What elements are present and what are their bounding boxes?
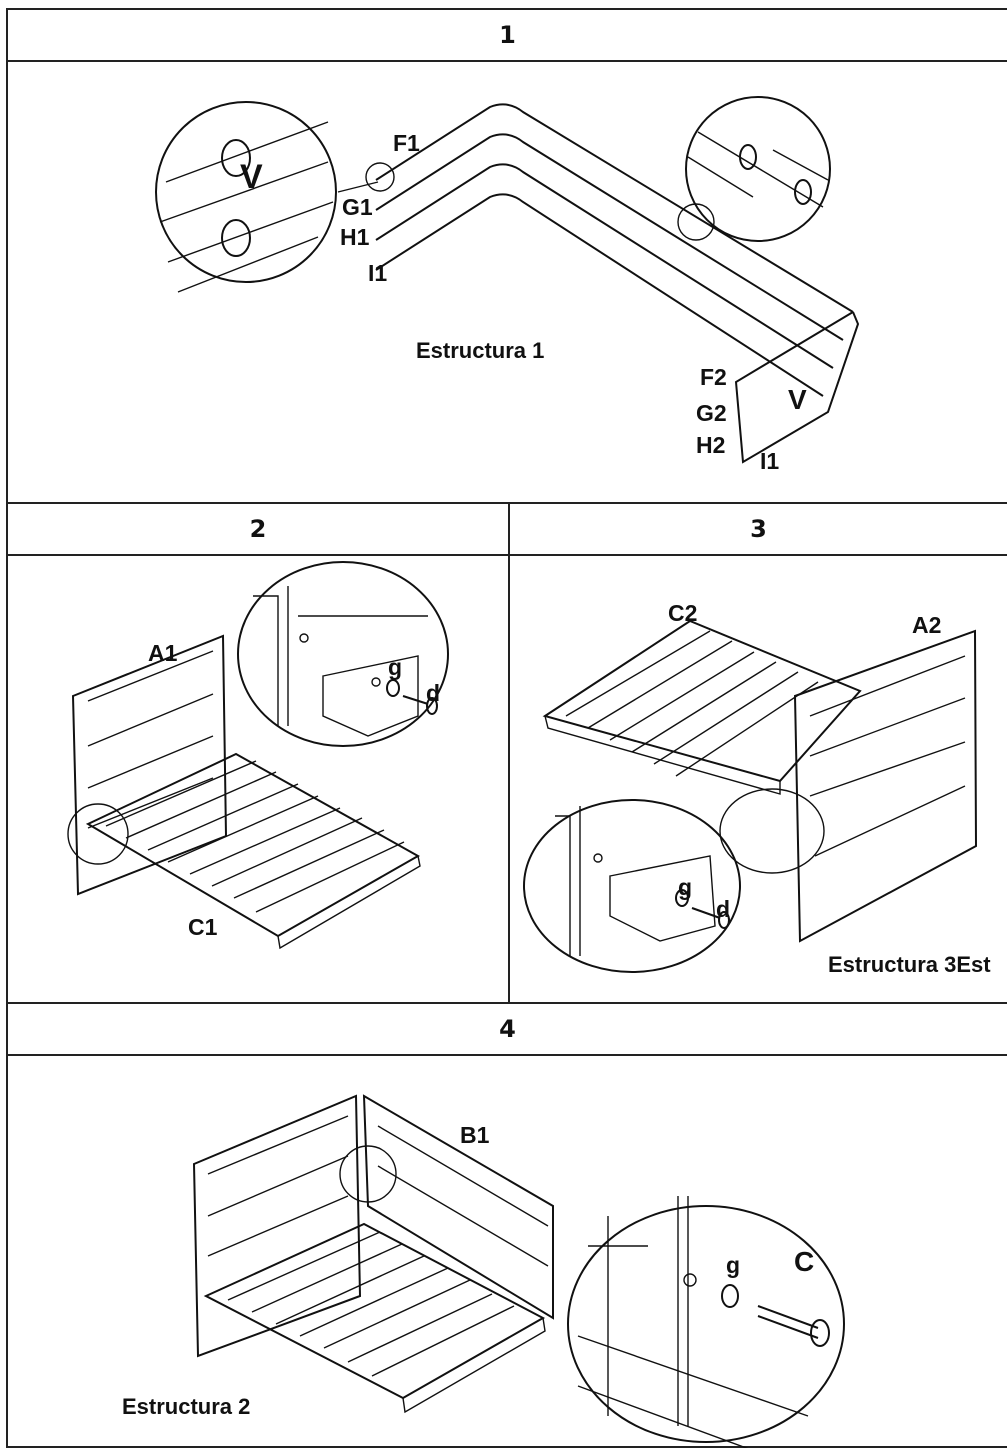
- divider: [8, 502, 1007, 504]
- label-a1: A1: [148, 640, 178, 666]
- step-2-header: 2: [8, 504, 508, 556]
- label-f1: F1: [393, 130, 420, 156]
- label-c1: C1: [188, 914, 218, 940]
- step-3-caption: Estructura 3Est: [828, 952, 991, 977]
- step-3-number: 3: [750, 515, 767, 543]
- label-h2: H2: [696, 432, 726, 458]
- label-g1: G1: [342, 194, 373, 220]
- step-3-panel: C2 A2 g d Estructura 3Est: [510, 556, 1007, 1002]
- step-1-panel: V F1 G1 H1 I1 Estructura 1 F2 G2 H2 I1 V: [8, 62, 1007, 502]
- label-d: d: [716, 896, 731, 922]
- label-i1: I1: [368, 260, 388, 286]
- label-g: g: [388, 654, 403, 680]
- label-v-detail: V: [240, 158, 263, 196]
- step-2-number: 2: [249, 515, 267, 543]
- label-b1: B1: [460, 1122, 490, 1148]
- step-4-caption: Estructura 2: [122, 1394, 251, 1419]
- label-a2: A2: [912, 612, 942, 638]
- step-4-panel: B1 g C Estructura 2: [8, 1056, 1007, 1448]
- step-3-header: 3: [510, 504, 1007, 556]
- label-i1-end: I1: [760, 448, 780, 474]
- label-f2: F2: [700, 364, 727, 390]
- step-4-number: 4: [499, 1015, 516, 1043]
- instruction-sheet: 1 V F1 G1: [6, 8, 1007, 1448]
- label-g: g: [678, 874, 693, 900]
- label-g: g: [726, 1252, 741, 1278]
- step-1-drawing: [155, 96, 860, 464]
- step-1-caption: Estructura 1: [416, 338, 545, 363]
- label-h1: H1: [340, 224, 370, 250]
- divider: [8, 1002, 1007, 1004]
- step-4-header: 4: [8, 1004, 1007, 1056]
- divider: [508, 504, 510, 1002]
- step-3-drawing: [523, 619, 978, 973]
- label-c: C: [794, 1246, 815, 1277]
- step-1-number: 1: [499, 21, 516, 49]
- label-v-end: V: [788, 384, 807, 415]
- label-d: d: [426, 680, 441, 706]
- label-c2: C2: [668, 600, 698, 626]
- step-2-panel: A1 C1 g d: [8, 556, 508, 1002]
- step-1-header: 1: [8, 10, 1007, 62]
- label-g2: G2: [696, 400, 727, 426]
- step-2-drawing: [67, 561, 449, 950]
- step-4-drawing: [192, 1094, 845, 1448]
